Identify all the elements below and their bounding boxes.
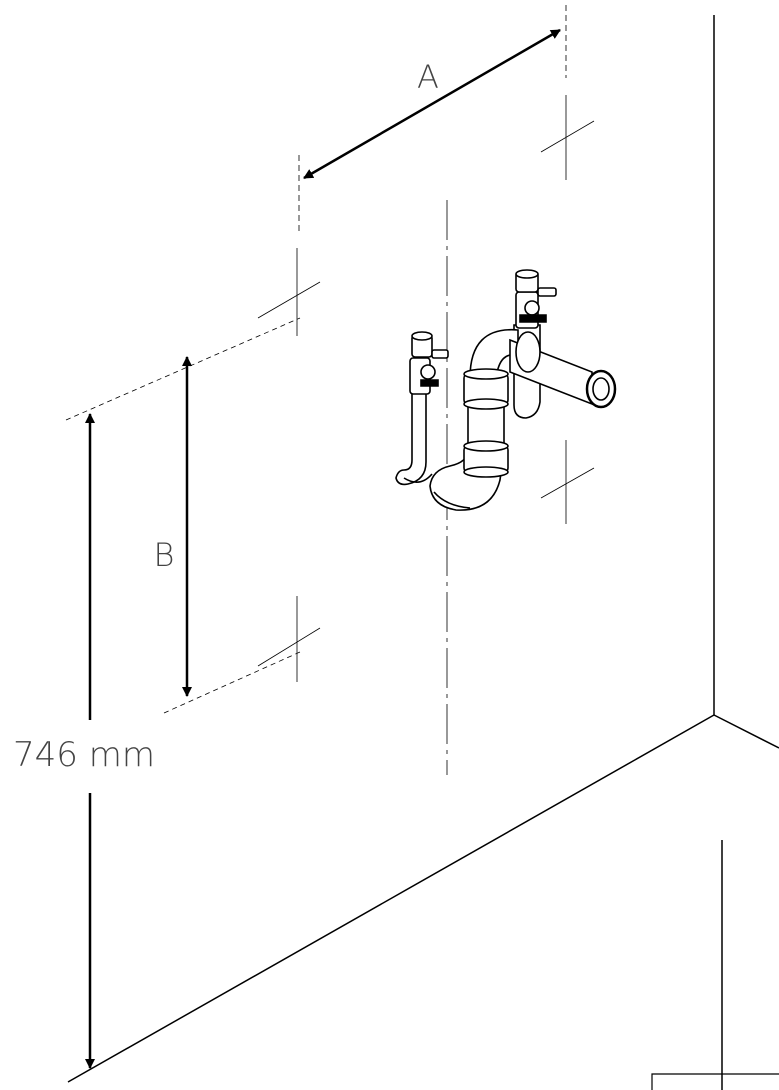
- label-b: B: [154, 536, 175, 574]
- left-water-supply-pipe: [395, 331, 449, 486]
- dimension-arrow-a: [303, 28, 561, 180]
- label-height: 746 mm: [13, 735, 155, 775]
- dimension-arrows: [85, 28, 561, 1069]
- floor-side-edge: [713, 714, 779, 749]
- dashed-height-ref-top: [65, 317, 301, 421]
- siphon-trap-assembly: [395, 269, 617, 511]
- room-outline: [67, 15, 779, 1090]
- label-a: A: [417, 58, 439, 96]
- floor-wall-edge: [67, 714, 715, 1083]
- trap-pipe: [429, 328, 617, 511]
- cross-mark-right-top: [540, 120, 595, 153]
- cross-mark-left-top: [257, 281, 321, 319]
- appliance-outline: [651, 1073, 779, 1090]
- cross-mark-right-mid: [540, 467, 595, 499]
- cross-mark-left-low: [257, 627, 321, 667]
- dashed-height-ref-bottom: [163, 651, 301, 714]
